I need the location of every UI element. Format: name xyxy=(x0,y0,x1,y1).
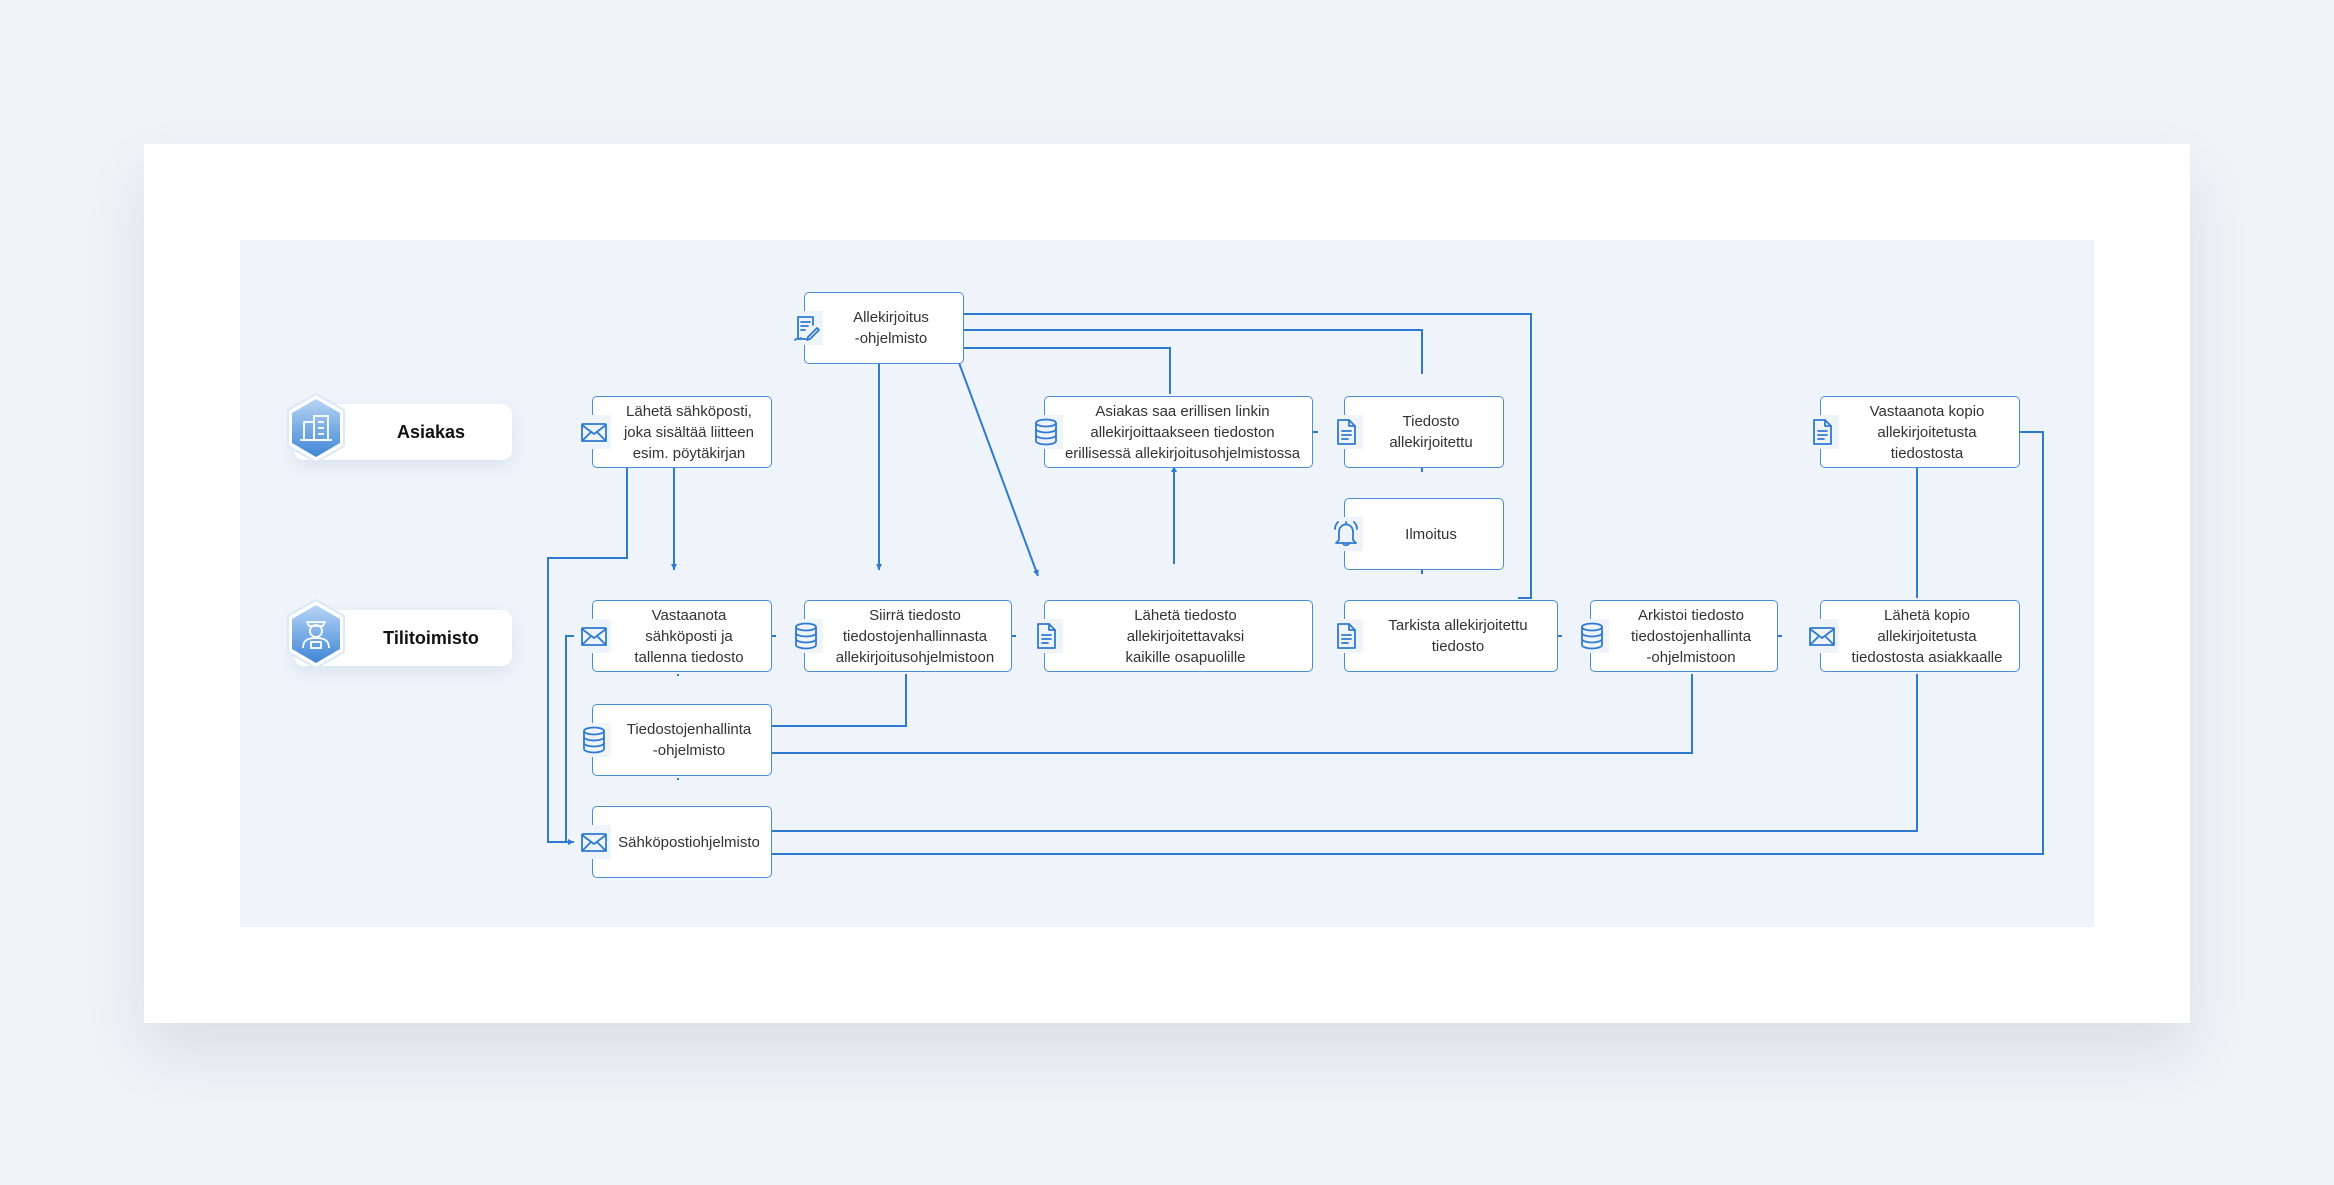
node-receive-copy[interactable]: Vastaanota kopio allekirjoitetusta tiedo… xyxy=(1805,396,2020,468)
document-icon xyxy=(1329,619,1363,653)
database-icon xyxy=(789,619,823,653)
node-notification[interactable]: Ilmoitus xyxy=(1329,498,1504,570)
node-label-file-management: Tiedostojenhallinta -ohjelmisto xyxy=(626,721,752,759)
lane-label-customer: Asiakas xyxy=(396,421,466,442)
node-label-file-signed: Tiedosto allekirjoitettu xyxy=(1389,413,1473,451)
connector-receivecopy-to-email xyxy=(772,431,2044,855)
envelope-icon xyxy=(577,619,611,653)
accountant-icon xyxy=(287,598,345,670)
connector-signing-to-send xyxy=(957,359,1039,577)
node-email-software[interactable]: Sähköpostiohjelmisto xyxy=(577,806,772,878)
database-icon xyxy=(577,723,611,757)
node-signing-software[interactable]: Allekirjoitus -ohjelmisto xyxy=(789,292,964,364)
diagram-canvas: Asiakas Tilitoimisto xyxy=(240,240,2094,927)
connector-signing-to-check xyxy=(962,313,1532,599)
node-file-signed[interactable]: Tiedosto allekirjoitettu xyxy=(1329,396,1504,468)
node-send-email[interactable]: Lähetä sähköposti, joka sisältää liittee… xyxy=(577,396,772,468)
lane-label-office: Tilitoimisto xyxy=(383,627,479,648)
envelope-icon xyxy=(577,415,611,449)
node-separate-link[interactable]: Asiakas saa erillisen linkin allekirjoit… xyxy=(1029,396,1313,468)
node-label-notification: Ilmoitus xyxy=(1405,525,1457,543)
node-label-signing-software: Allekirjoitus -ohjelmisto xyxy=(853,309,929,347)
node-move-file[interactable]: Siirrä tiedosto tiedostojenhallinnasta a… xyxy=(789,600,1012,672)
lane-office: Tilitoimisto xyxy=(287,598,512,670)
node-label-receive-copy: Vastaanota kopio allekirjoitetusta tiedo… xyxy=(1869,402,1985,462)
connector-filemgmt-to-move xyxy=(772,674,907,727)
connector-email-to-receive xyxy=(565,635,574,843)
node-label-send-for-signing: Lähetä tiedosto allekirjoitettavaksi kai… xyxy=(1125,606,1246,666)
database-icon xyxy=(1029,415,1063,449)
node-label-receive-email: Vastaanota sähköposti ja tallenna tiedos… xyxy=(634,606,744,666)
diagram-card: Asiakas Tilitoimisto xyxy=(144,144,2190,1023)
lane-customer: Asiakas xyxy=(287,392,512,464)
connector-send-to-email-software xyxy=(547,458,628,845)
node-label-check-signed: Tarkista allekirjoitettu tiedosto xyxy=(1388,617,1528,655)
bell-icon xyxy=(1329,517,1363,551)
node-label-archive: Arkistoi tiedosto tiedostojenhallinta -o… xyxy=(1630,606,1752,666)
node-send-copy[interactable]: Lähetä kopio allekirjoitetusta tiedostos… xyxy=(1805,600,2020,672)
connector-copy-to-email xyxy=(772,674,1918,832)
connector-filemgmt-to-archive xyxy=(772,674,1693,754)
node-receive-email[interactable]: Vastaanota sähköposti ja tallenna tiedos… xyxy=(577,600,772,672)
node-label-move-file: Siirrä tiedosto tiedostojenhallinnasta a… xyxy=(835,606,995,666)
node-file-management[interactable]: Tiedostojenhallinta -ohjelmisto xyxy=(577,704,772,776)
node-label-separate-link: Asiakas saa erillisen linkin allekirjoit… xyxy=(1064,402,1301,462)
connector-signing-to-link xyxy=(962,347,1171,394)
connector-signing-to-signed xyxy=(962,329,1423,374)
node-label-send-copy: Lähetä kopio allekirjoitetusta tiedostos… xyxy=(1851,606,2003,666)
connector-layer xyxy=(547,313,2044,855)
document-icon xyxy=(1029,619,1063,653)
node-archive[interactable]: Arkistoi tiedosto tiedostojenhallinta -o… xyxy=(1575,600,1778,672)
node-label-send-email: Lähetä sähköposti, joka sisältää liittee… xyxy=(623,402,755,462)
node-check-signed[interactable]: Tarkista allekirjoitettu tiedosto xyxy=(1329,600,1558,672)
node-send-for-signing[interactable]: Lähetä tiedosto allekirjoitettavaksi kai… xyxy=(1029,600,1313,672)
envelope-icon xyxy=(1805,619,1839,653)
building-icon xyxy=(287,392,345,464)
signature-document-icon xyxy=(789,311,823,345)
document-icon xyxy=(1329,415,1363,449)
database-icon xyxy=(1575,619,1609,653)
document-icon xyxy=(1805,415,1839,449)
node-label-email-software: Sähköpostiohjelmisto xyxy=(618,833,760,851)
envelope-icon xyxy=(577,825,611,859)
